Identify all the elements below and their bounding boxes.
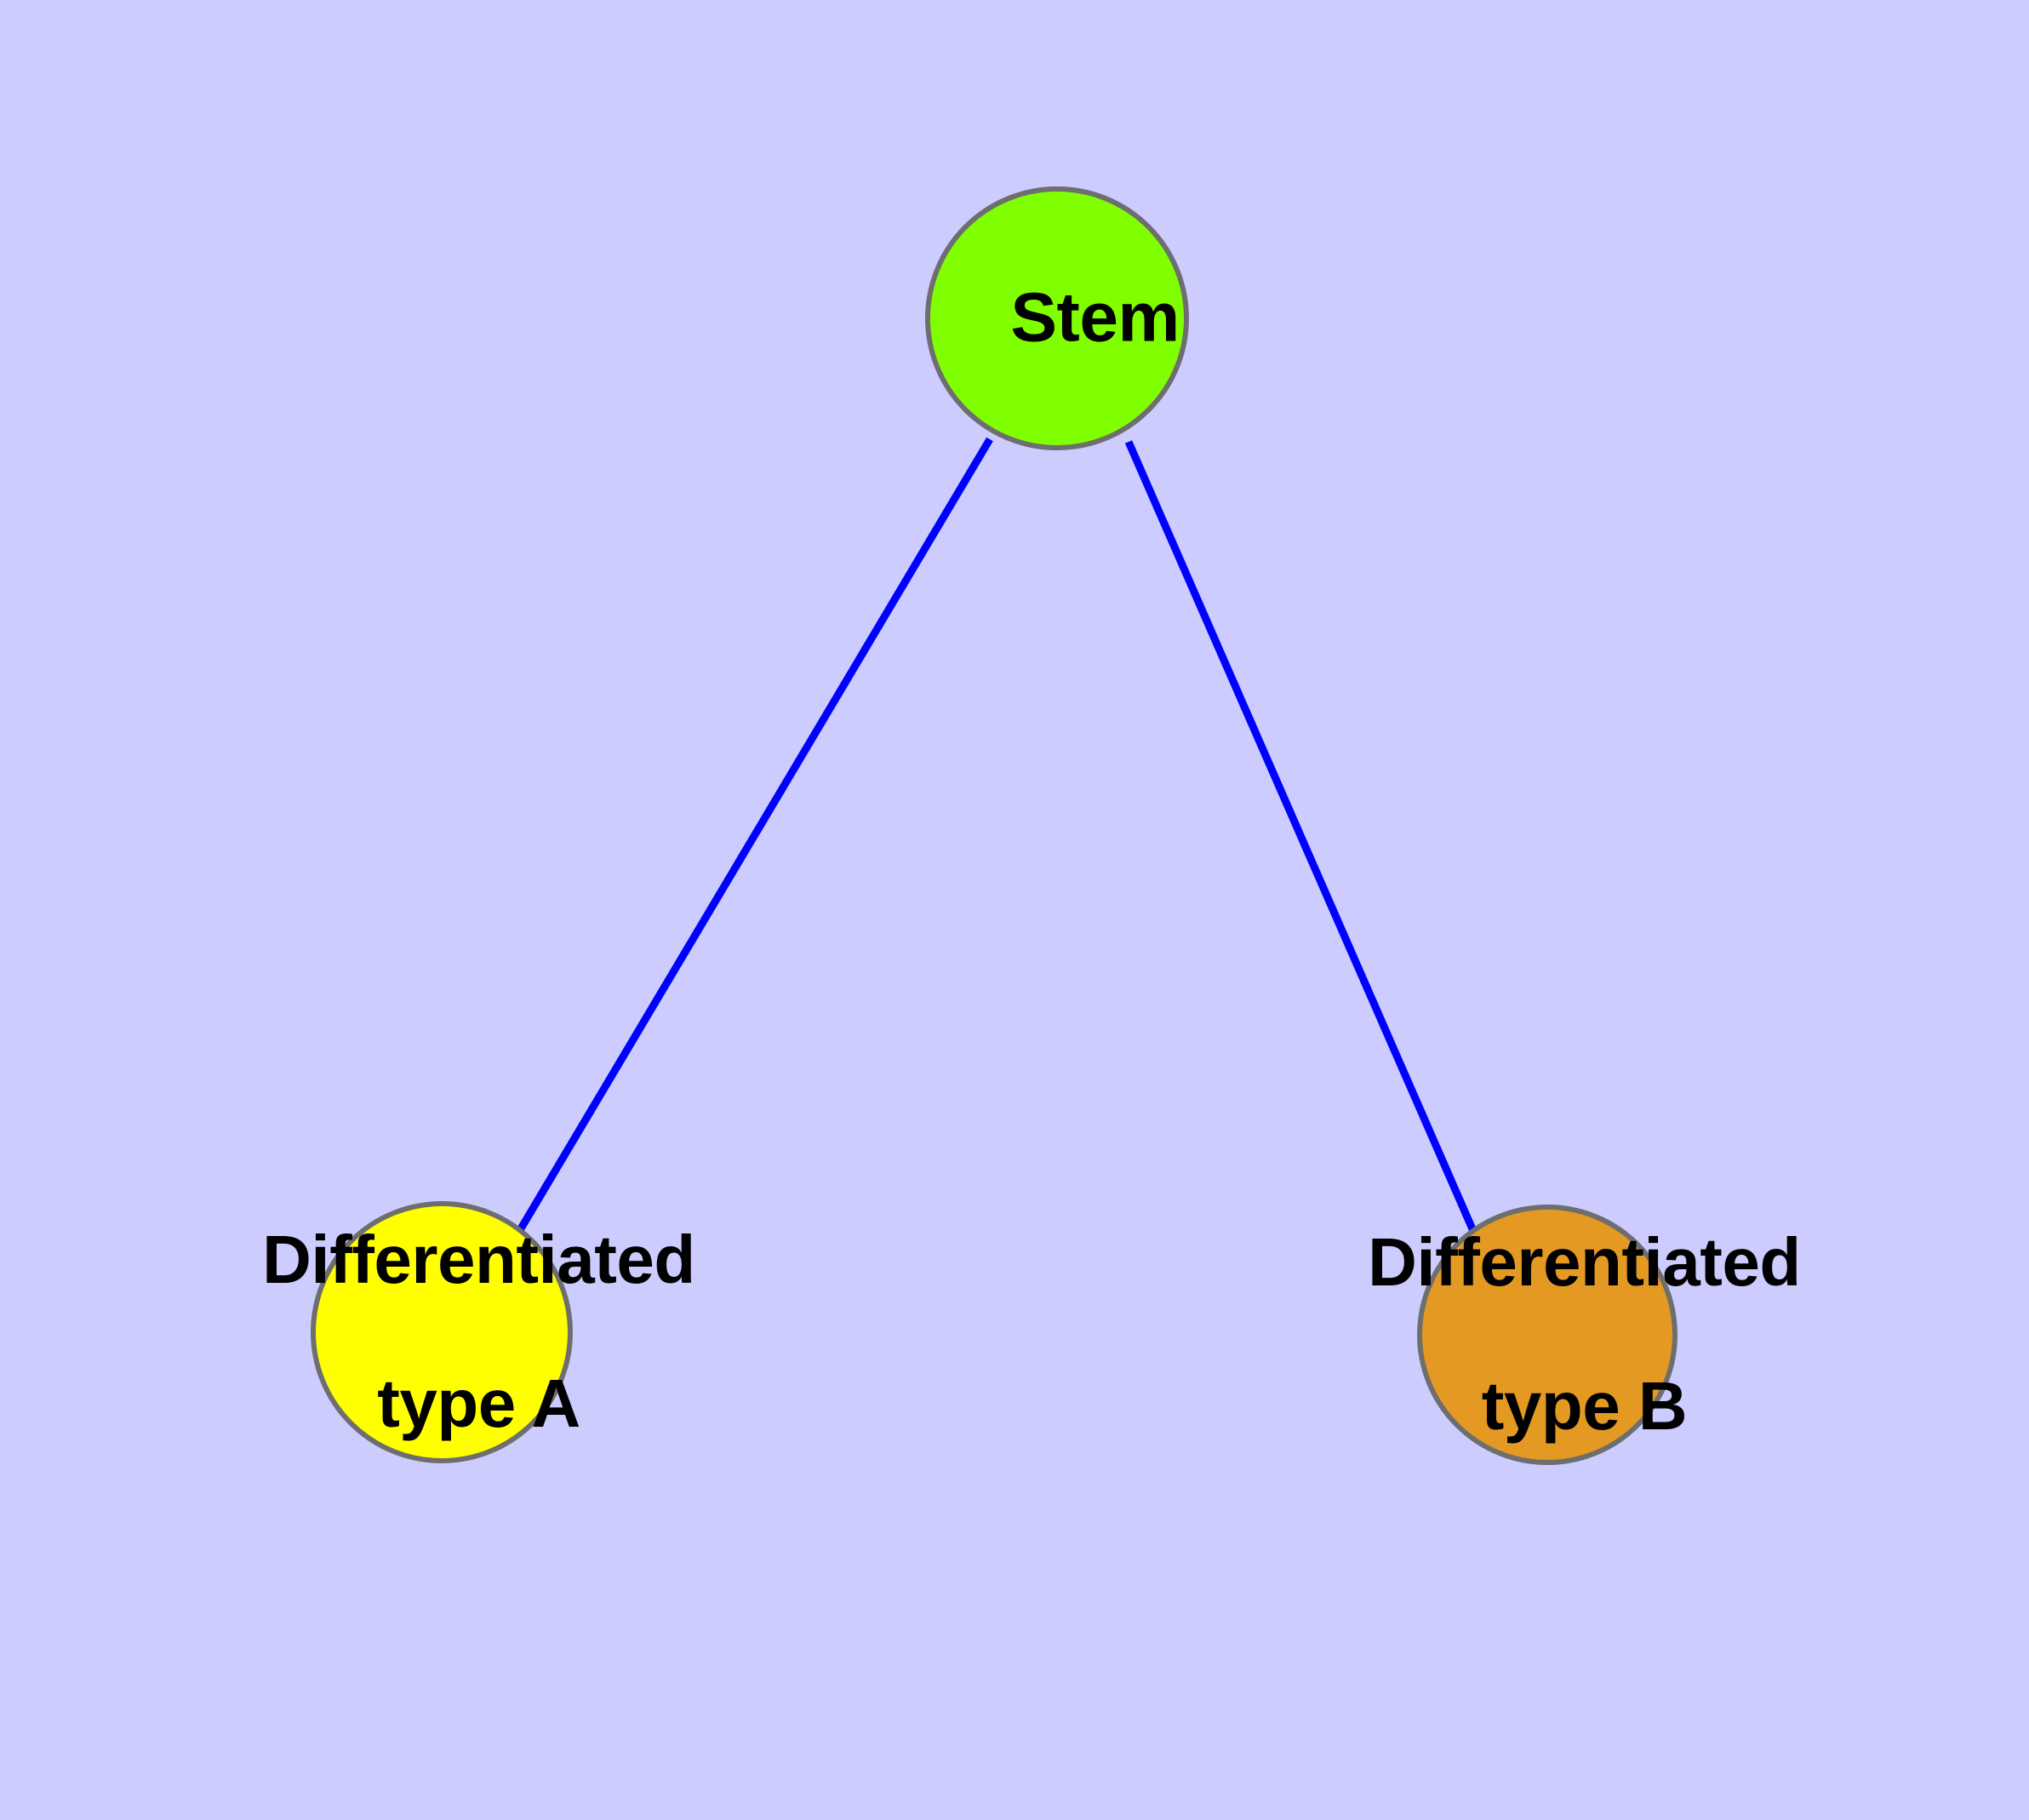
edge-stem-to-differentiated-b (1124, 440, 1477, 1233)
edge-stem-to-differentiated-a (517, 437, 993, 1233)
node-differentiated-type-a[interactable] (311, 1201, 573, 1463)
node-layer (311, 186, 1677, 1465)
node-differentiated-type-b[interactable] (1417, 1205, 1677, 1465)
node-stem[interactable] (925, 186, 1189, 450)
edge-layer (517, 437, 1477, 1233)
